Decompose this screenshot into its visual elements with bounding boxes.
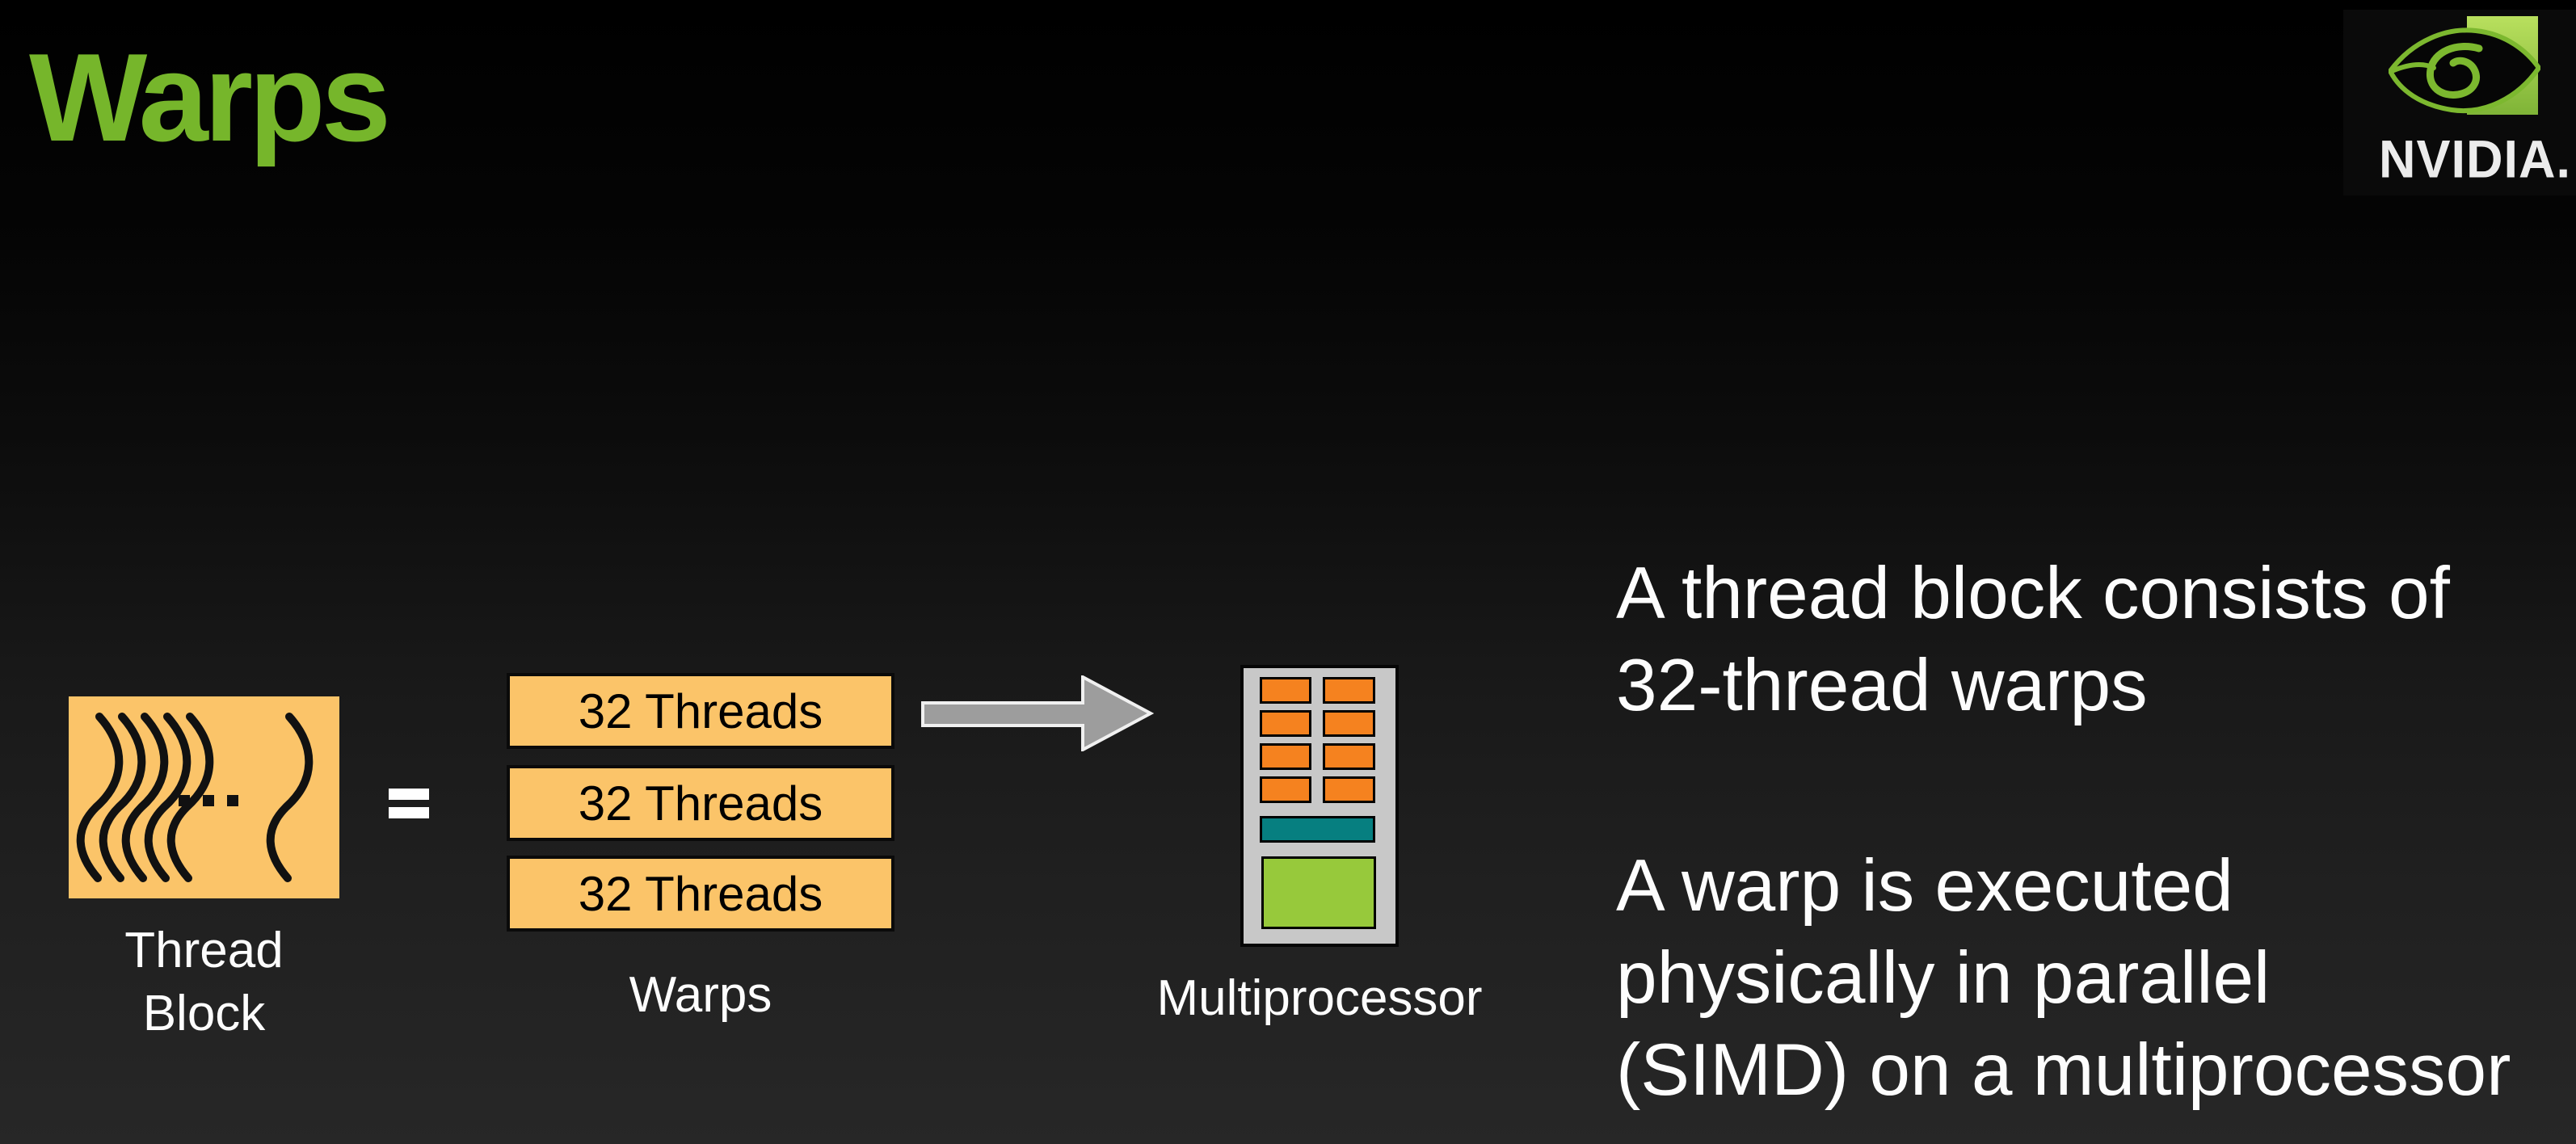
body-line: A warp is executed: [1616, 845, 2233, 927]
multiprocessor-box: [1240, 665, 1399, 947]
core-cell: [1323, 677, 1375, 704]
core-cell: [1323, 710, 1375, 737]
nvidia-logo: NVIDIA.: [2343, 10, 2576, 196]
thread-block-box: ...: [69, 696, 339, 898]
arrow-right-icon: [921, 675, 1154, 751]
body-text: A thread block consists of 32-thread war…: [1616, 548, 2511, 1117]
core-cell: [1323, 743, 1375, 770]
multiprocessor-core-grid: [1260, 677, 1375, 803]
body-line: 32-thread warps: [1616, 645, 2148, 726]
body-line: A thread block consists of: [1616, 553, 2450, 634]
warp-bar-label: 32 Threads: [578, 776, 823, 831]
body-line: physically in parallel: [1616, 937, 2271, 1019]
core-cell: [1260, 677, 1311, 704]
equals-bar-top: [389, 789, 429, 800]
warps-label: Warps: [629, 967, 772, 1023]
multiprocessor-label: Multiprocessor: [1156, 970, 1483, 1026]
equals-sign: =: [389, 789, 429, 819]
page-title: Warps: [29, 27, 391, 167]
multiprocessor-green-block: [1261, 856, 1376, 929]
warp-bar-label: 32 Threads: [578, 683, 823, 738]
warp-bar: 32 Threads: [507, 673, 894, 749]
paragraph-thread-block: A thread block consists of 32-thread war…: [1616, 548, 2511, 732]
thread-block-label-line2: Block: [142, 986, 266, 1041]
warp-bar: 32 Threads: [507, 856, 894, 932]
warp-bar: 32 Threads: [507, 765, 894, 841]
body-line: (SIMD) on a multiprocessor: [1616, 1029, 2511, 1111]
core-cell: [1260, 710, 1311, 737]
multiprocessor-teal-bar: [1260, 816, 1375, 843]
paragraph-warp-execution: A warp is executed physically in paralle…: [1616, 840, 2511, 1117]
core-cell: [1260, 776, 1311, 803]
core-cell: [1323, 776, 1375, 803]
thread-block-label: Thread Block: [69, 919, 339, 1045]
nvidia-eye-icon: [2389, 16, 2540, 115]
thread-waves-icon: [69, 696, 339, 898]
equals-bar-bottom: [389, 807, 429, 818]
warp-bar-label: 32 Threads: [578, 866, 823, 921]
nvidia-wordmark: NVIDIA.: [2379, 130, 2572, 189]
thread-block-label-line1: Thread: [124, 923, 284, 978]
core-cell: [1260, 743, 1311, 770]
